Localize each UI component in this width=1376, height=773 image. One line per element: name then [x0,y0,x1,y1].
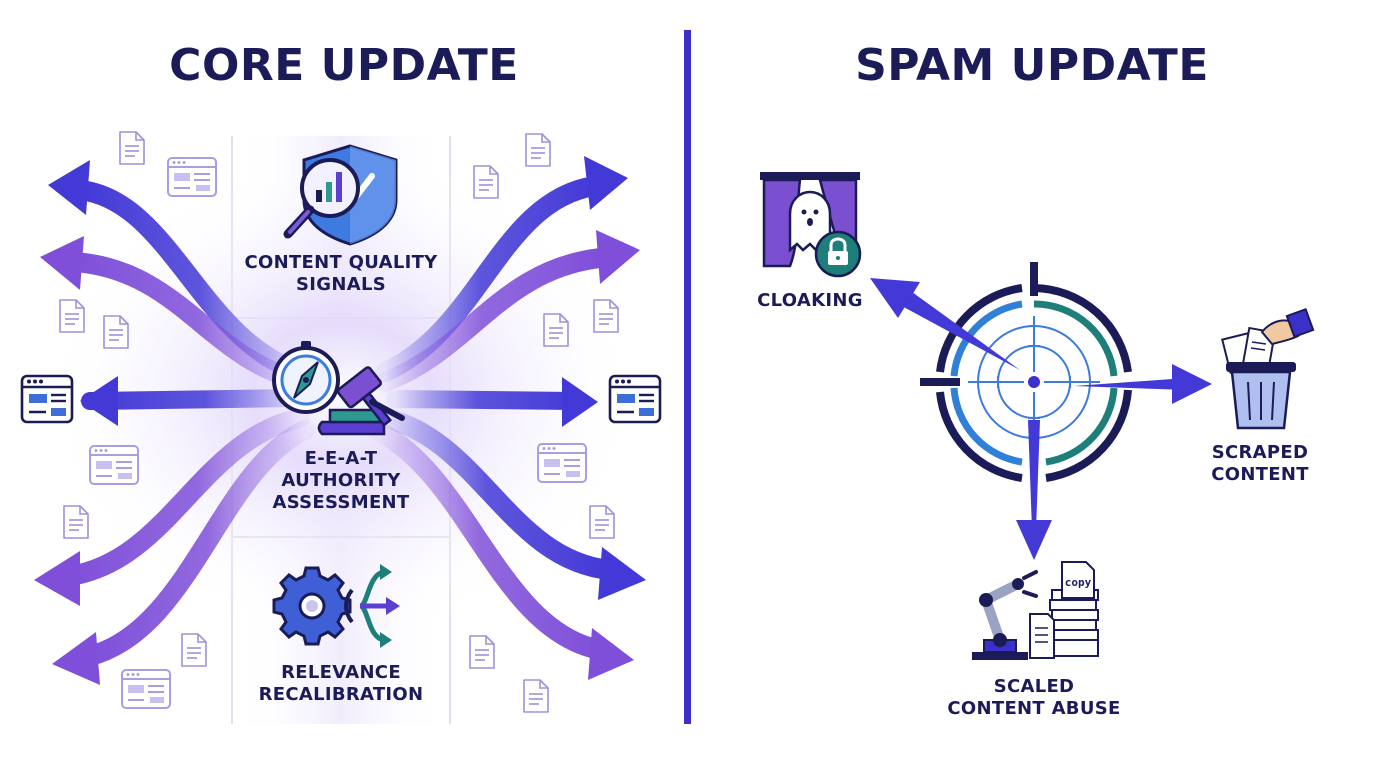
arrow-left-2-head [40,236,84,290]
content-quality-signals-label: CONTENT QUALITY SIGNALS [244,252,438,295]
compass-gavel-icon [272,341,405,436]
section-divider [684,30,691,724]
arrow-to-scaled-head [1016,520,1052,560]
document-icon [63,505,89,539]
arrow-to-scraped-head [1172,364,1212,404]
document-icon [119,131,145,165]
core-update-title: CORE UPDATE [169,40,519,91]
robot-arm-copy-stack-icon: copy [972,561,1099,660]
document-icon [589,505,615,539]
trash-bin-hand-icon [1221,307,1315,430]
document-icon [103,315,129,349]
webpage-icon [537,443,587,483]
right-arrows [370,156,646,680]
copy-tag: copy [1065,576,1092,589]
gear-branch-arrows-icon [272,564,400,648]
arrow-right-5 [370,422,610,660]
arrow-left-4 [60,408,310,586]
webpage-icon [89,445,139,485]
arrow-to-cloaking-head [870,278,920,318]
webpage-icon [20,374,74,424]
scaled-content-abuse-label: SCALED CONTENT ABUSE [947,676,1121,719]
document-icon [469,635,495,669]
webpage-icon [121,669,171,709]
arrow-left-5-head [52,632,100,685]
arrow-left-2 [65,252,310,390]
arrow-right-4-head [598,547,646,600]
curtain-ghost-lock-icon [760,172,862,278]
arrow-right-1-head [584,156,628,210]
cloaking-label: CLOAKING [757,290,863,311]
relevance-recalibration-label: RELEVANCE RECALIBRATION [258,662,424,705]
arrow-left-5 [80,420,315,666]
scraped-content-label: SCRAPED CONTENT [1211,442,1309,485]
crosshair-target-icon [920,262,1132,482]
document-icon [523,679,549,713]
arrow-to-scaled [1028,420,1040,530]
arrow-to-cloaking [900,292,1020,370]
spam-arrows [870,278,1212,560]
arrow-left-4-head [34,551,80,606]
webpage-icon [608,374,662,424]
left-arrows [34,160,315,685]
magnifier-shield-chart-icon [283,144,398,246]
document-icon [593,299,619,333]
document-icon [525,133,551,167]
arrow-right-3 [386,390,584,410]
arrow-right-4 [375,408,620,580]
arrow-left-1-head [48,160,90,215]
arrow-right-2-head [596,230,640,284]
arrow-to-scraped [1074,378,1186,390]
document-icon [59,299,85,333]
document-icon [543,313,569,347]
arrow-left-3-head [80,376,118,426]
arrow-left-1 [70,180,310,382]
spam-update-title: SPAM UPDATE [855,40,1209,91]
eeat-authority-assessment-label: E-E-A-T AUTHORITY ASSESSMENT [272,448,410,513]
arrow-right-3-head [562,377,598,427]
arrow-left-3 [81,389,309,410]
arrow-right-5-head [588,628,634,680]
arrow-right-2 [375,248,610,392]
document-icon [473,165,499,199]
webpage-icon [167,157,217,197]
arrow-right-1 [375,176,605,382]
document-icon [181,633,207,667]
